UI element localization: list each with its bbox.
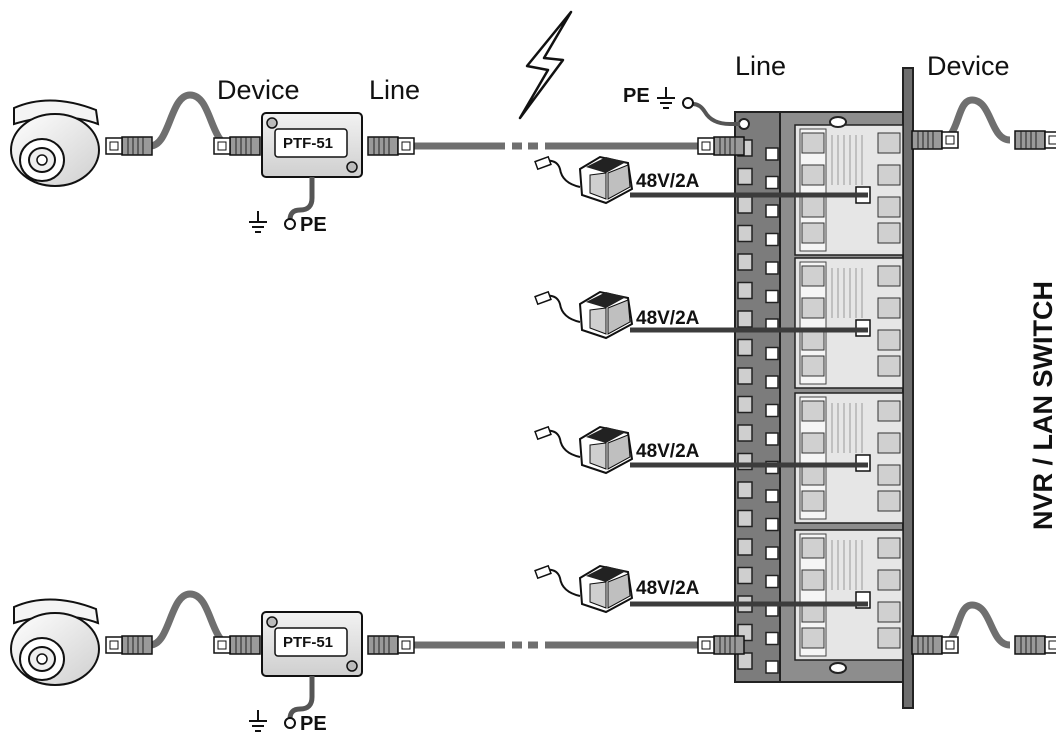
panel-socket xyxy=(737,167,779,190)
device-label-left: Device xyxy=(217,75,300,105)
power-adapter-icon xyxy=(534,425,868,475)
device-cable-bottom xyxy=(149,590,233,649)
rj45-plug-icon xyxy=(697,635,745,655)
power-label-2: 48V/2A xyxy=(636,308,700,329)
line-label-right: Line xyxy=(735,51,787,81)
rj45-plug-icon xyxy=(213,136,261,156)
power-label-4: 48V/2A xyxy=(636,578,700,599)
ring-terminal-icon xyxy=(284,218,296,230)
panel-socket xyxy=(737,395,779,418)
panel-socket xyxy=(737,509,779,532)
ground-icon xyxy=(249,710,267,732)
ground-icon xyxy=(249,211,267,233)
ptf51-label-top: PTF-51 xyxy=(283,135,334,152)
power-label-3: 48V/2A xyxy=(636,441,700,462)
panel-socket xyxy=(737,652,779,674)
line-label-left: Line xyxy=(369,75,421,105)
panel-socket xyxy=(737,281,779,304)
pe-label-panel: PE xyxy=(623,85,650,107)
rj45-plug-icon xyxy=(105,635,153,655)
power-adapter-icon xyxy=(534,564,868,614)
panel-socket xyxy=(737,196,779,218)
protector-module xyxy=(794,392,904,524)
lightning-icon xyxy=(518,10,573,120)
rj45-plug-icon xyxy=(1014,130,1056,150)
rj45-plug-icon xyxy=(213,635,261,655)
pe-label-top: PE xyxy=(300,214,327,236)
panel-socket xyxy=(737,338,779,361)
ptf51-label-bottom: PTF-51 xyxy=(283,634,334,651)
protector-module xyxy=(794,257,904,389)
ptf51-protector-bottom xyxy=(261,611,363,677)
ground-wire-bottom xyxy=(284,676,315,729)
panel-socket xyxy=(737,224,779,247)
camera-icon xyxy=(10,99,100,187)
protector-module xyxy=(794,529,904,661)
ground-wire-top xyxy=(284,177,315,230)
device-cable-top xyxy=(149,91,233,150)
ground-icon xyxy=(657,87,675,109)
rj45-plug-icon xyxy=(911,130,959,150)
patch-panel xyxy=(734,67,914,709)
rj45-plug-icon xyxy=(105,136,153,156)
rj45-plug-icon xyxy=(697,136,745,156)
power-adapter-icon xyxy=(534,155,868,205)
panel-ground-wire xyxy=(682,97,740,126)
pe-label-bottom: PE xyxy=(300,713,327,735)
protector-module xyxy=(794,124,904,256)
panel-socket xyxy=(737,253,779,275)
rj45-plug-icon xyxy=(367,136,415,156)
rj45-plug-icon xyxy=(1014,635,1056,655)
device-label-right: Device xyxy=(927,51,1010,81)
ring-terminal-icon xyxy=(682,97,694,109)
panel-socket xyxy=(737,481,779,503)
ptf51-protector-top xyxy=(261,112,363,178)
camera-icon xyxy=(10,598,100,686)
rj45-plug-icon xyxy=(367,635,415,655)
nvr-switch-label: NVR / LAN SWITCH xyxy=(1028,281,1056,530)
power-adapter-icon xyxy=(534,290,868,340)
panel-socket xyxy=(737,538,779,560)
panel-socket xyxy=(737,566,779,589)
panel-socket xyxy=(737,367,779,389)
power-label-1: 48V/2A xyxy=(636,171,700,192)
panel-socket xyxy=(737,424,779,446)
ring-terminal-icon xyxy=(284,717,296,729)
rj45-plug-icon xyxy=(911,635,959,655)
